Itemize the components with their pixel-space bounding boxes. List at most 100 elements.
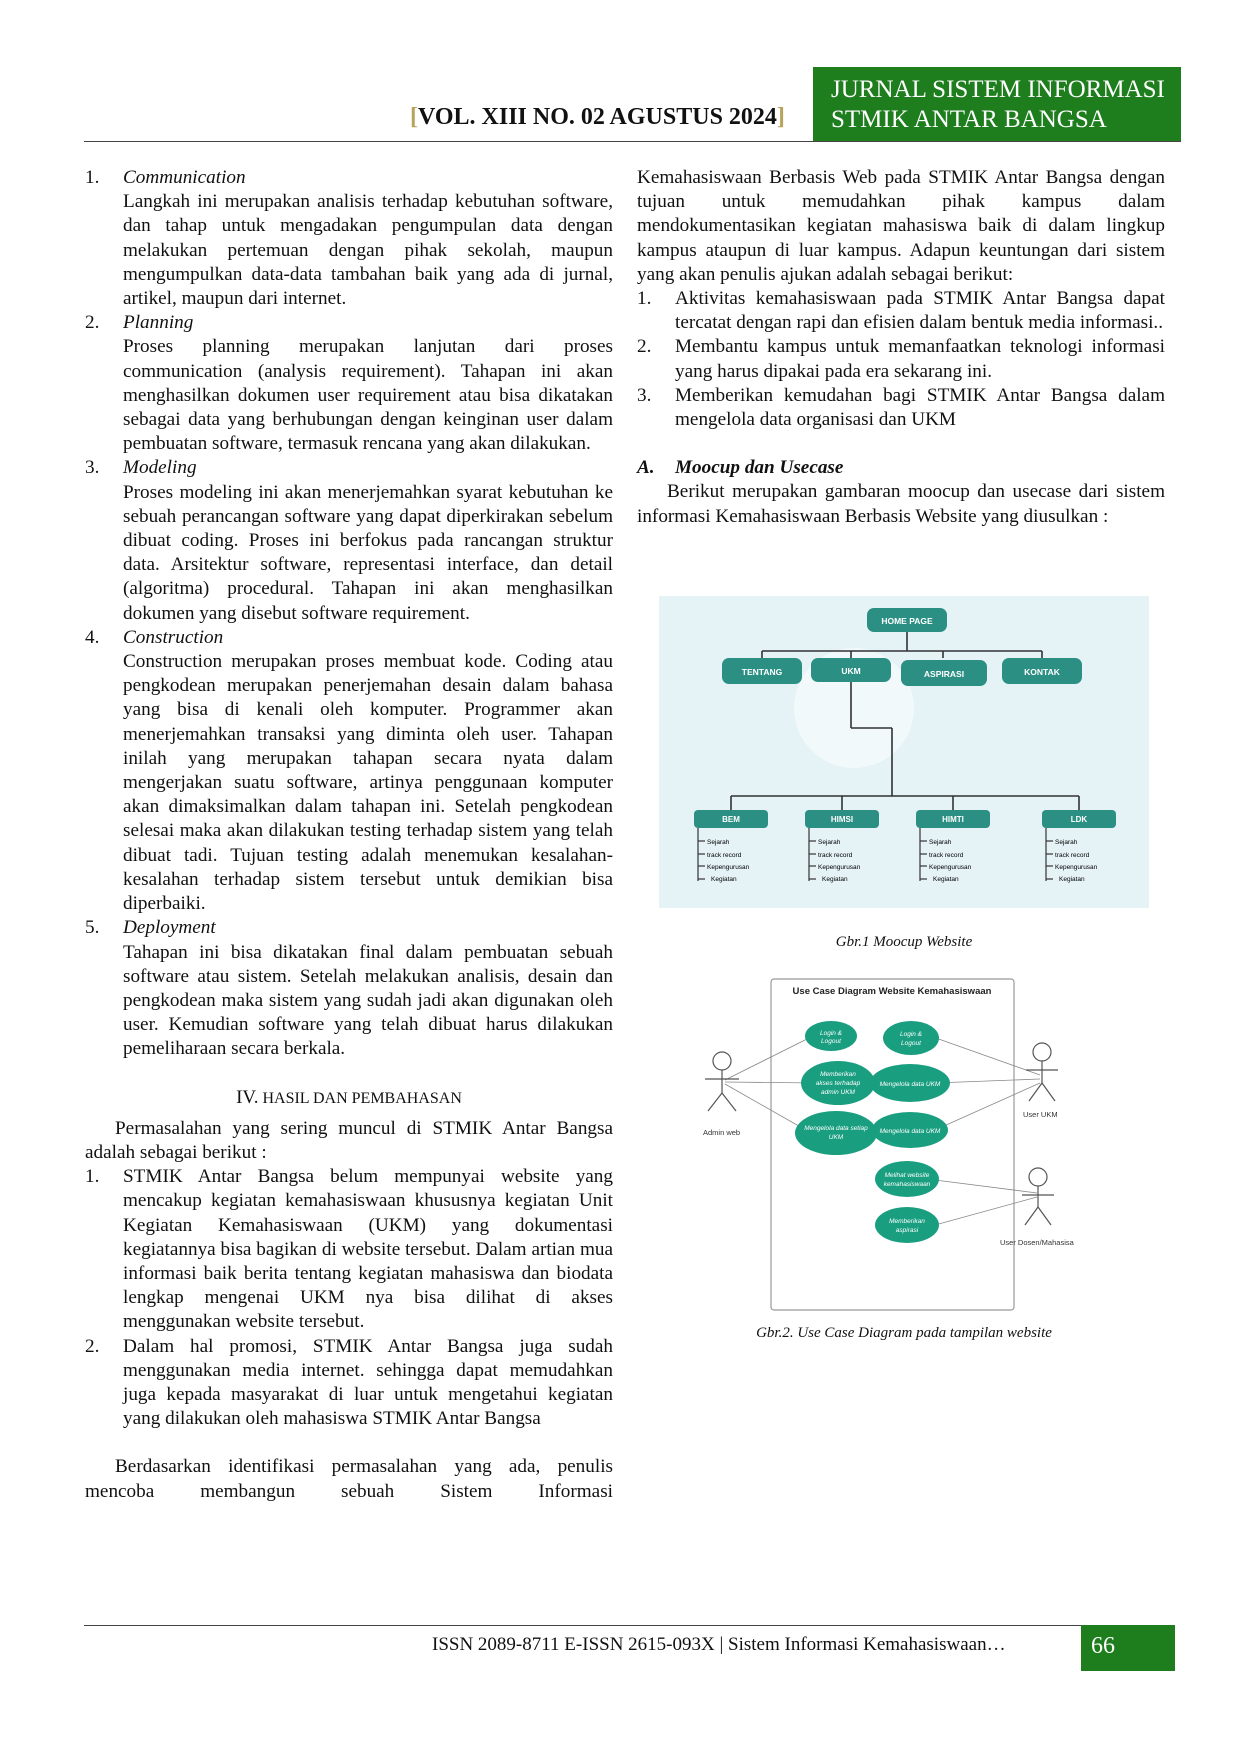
figure1-caption: Gbr.1 Moocup Website: [835, 934, 973, 950]
svg-text:track record: track record: [1055, 852, 1090, 859]
footer-issn: ISSN 2089-8711 E-ISSN 2615-093X | Sistem…: [432, 1634, 1006, 1655]
mockup-menu-tentang: TENTANG: [722, 658, 802, 684]
mockup-menu-kontak: KONTAK: [1002, 658, 1082, 684]
step-title: Deployment: [123, 917, 216, 939]
svg-text:Kepengurusan: Kepengurusan: [929, 864, 972, 871]
svg-text:Kegiatan: Kegiatan: [933, 876, 959, 883]
svg-text:Mengelola data UKM: Mengelola data UKM: [880, 1081, 941, 1088]
svg-text:kemahasiswaan: kemahasiswaan: [884, 1181, 931, 1188]
step-text: Construction merupakan proses membuat ko…: [123, 651, 613, 915]
svg-text:track record: track record: [929, 852, 964, 859]
actor-dosen-mahasiswa-label: User Dosen/Mahasisa: [1000, 1238, 1075, 1247]
svg-text:HIMTI: HIMTI: [942, 815, 964, 824]
usecase-admin-give-access: Memberikan akses terhadap admin UKM: [801, 1061, 875, 1105]
mockup-menu-aspirasi: ASPIRASI: [901, 660, 987, 686]
actor-user-ukm: [1026, 1042, 1058, 1102]
mockup-ukm-himsi: HIMSI Sejarah track record Kepengurusan …: [805, 810, 879, 883]
subsection-text: Berikut merupakan gambaran moocup dan us…: [637, 481, 1165, 527]
svg-text:Kegiatan: Kegiatan: [822, 876, 848, 883]
problem-item: 1. STMIK Antar Bangsa belum mempunyai we…: [85, 1166, 613, 1333]
step-text: Proses modeling ini akan menerjemahkan s…: [123, 481, 613, 624]
svg-text:Kepengurusan: Kepengurusan: [1055, 864, 1098, 871]
problem-item: 2. Dalam hal promosi, STMIK Antar Bangsa…: [85, 1335, 613, 1430]
svg-text:Sejarah: Sejarah: [929, 839, 952, 846]
footer-rule: [84, 1625, 1081, 1626]
actor-admin: [705, 1051, 739, 1112]
right-column: Kemahasiswaan Berbasis Web pada STMIK An…: [637, 166, 1165, 529]
svg-text:Kegiatan: Kegiatan: [711, 876, 737, 883]
actor-user-ukm-label: User UKM: [1023, 1110, 1058, 1119]
step-text: Tahapan ini bisa dikatakan final dalam p…: [123, 941, 613, 1060]
svg-text:Kegiatan: Kegiatan: [1059, 876, 1085, 883]
svg-text:Kepengurusan: Kepengurusan: [818, 864, 861, 871]
mockup-ukm-himti: HIMTI Sejarah track record Kepengurusan …: [916, 810, 990, 883]
svg-text:Melihat website: Melihat website: [885, 1172, 930, 1179]
svg-text:Sejarah: Sejarah: [818, 839, 841, 846]
svg-text:akses terhadap: akses terhadap: [816, 1080, 861, 1087]
section-intro: Permasalahan yang sering muncul di STMIK…: [85, 1117, 613, 1163]
step-title: Modeling: [123, 457, 197, 479]
usecase-admin-manage-ukm: Mengelola data setiap UKM: [795, 1111, 877, 1155]
svg-text:Logout: Logout: [901, 1040, 922, 1047]
svg-text:ASPIRASI: ASPIRASI: [924, 669, 964, 679]
usecase-ukm-manage-data: Mengelola data UKM: [870, 1064, 950, 1102]
step-title: Construction: [123, 626, 224, 648]
usecase-ukm-login: Login & Logout: [883, 1021, 939, 1055]
svg-text:admin UKM: admin UKM: [821, 1089, 856, 1096]
svg-text:track record: track record: [707, 852, 742, 859]
svg-text:HIMSI: HIMSI: [831, 815, 853, 824]
usecase-diagram: Use Case Diagram Website Kemahasiswaan A…: [703, 978, 1075, 1311]
step-title: Planning: [123, 312, 194, 334]
mockup-ukm-ldk: LDK Sejarah track record Kepengurusan Ke…: [1042, 810, 1116, 883]
usecase-admin-login: Login & Logout: [805, 1021, 857, 1051]
journal-title-line1: JURNAL SISTEM INFORMASI: [831, 76, 1165, 103]
volume-label: [VOL. XIII NO. 02 AGUSTUS 2024]: [410, 104, 785, 130]
step-item: 3. Modeling Proses modeling ini akan men…: [85, 456, 613, 625]
continuation-paragraph: Kemahasiswaan Berbasis Web pada STMIK An…: [637, 167, 1165, 285]
svg-text:Login &: Login &: [900, 1031, 922, 1038]
journal-title-line2: STMIK ANTAR BANGSA: [831, 106, 1107, 133]
mockup-ukm-bem: BEM Sejarah track record Kepengurusan Ke…: [694, 810, 768, 883]
svg-text:KONTAK: KONTAK: [1024, 667, 1061, 677]
svg-text:track record: track record: [818, 852, 853, 859]
svg-text:Logout: Logout: [821, 1038, 842, 1045]
svg-text:Login &: Login &: [820, 1030, 842, 1037]
svg-text:UKM: UKM: [841, 666, 860, 676]
figure2-caption: Gbr.2. Use Case Diagram pada tampilan we…: [756, 1325, 1052, 1341]
svg-text:UKM: UKM: [829, 1134, 844, 1141]
svg-text:Mengelola data UKM: Mengelola data UKM: [880, 1128, 941, 1135]
svg-text:HOME PAGE: HOME PAGE: [881, 616, 933, 626]
usecase-title: Use Case Diagram Website Kemahasiswaan: [793, 986, 992, 997]
closing-paragraph: Berdasarkan identifikasi permasalahan ya…: [85, 1456, 613, 1502]
step-text: Proses planning merupakan lanjutan dari …: [123, 336, 613, 455]
step-item: 2. Planning Proses planning merupakan la…: [85, 311, 613, 456]
step-item: 4. Construction Construction merupakan p…: [85, 626, 613, 916]
svg-text:TENTANG: TENTANG: [742, 667, 783, 677]
svg-text:Memberikan: Memberikan: [820, 1071, 856, 1078]
header-rule: [84, 141, 1181, 142]
actor-dosen-mahasiswa: [1022, 1167, 1054, 1226]
benefit-item: 3.Memberikan kemudahan bagi STMIK Antar …: [637, 384, 1165, 431]
step-text: Langkah ini merupakan analisis terhadap …: [123, 191, 613, 310]
mockup-menu-ukm: UKM: [811, 658, 891, 682]
svg-text:Sejarah: Sejarah: [1055, 839, 1078, 846]
step-item: 5. Deployment Tahapan ini bisa dikatakan…: [85, 916, 613, 1061]
usecase-ukm-manage-data-2: Mengelola data UKM: [872, 1112, 948, 1148]
svg-text:LDK: LDK: [1071, 815, 1088, 824]
mockup-root-node: HOME PAGE: [867, 608, 947, 632]
svg-text:aspirasi: aspirasi: [896, 1227, 919, 1234]
section-heading: IV. HASIL DAN PEMBAHASAN: [236, 1086, 462, 1108]
actor-admin-label: Admin web: [703, 1128, 740, 1137]
subsection-heading: A.Moocup dan Usecase: [637, 457, 844, 479]
mockup-diagram: HOME PAGE TENTANG UKM ASPIRASI KONTAK BE…: [659, 596, 1149, 908]
step-title: Communication: [123, 167, 246, 188]
svg-text:Sejarah: Sejarah: [707, 839, 730, 846]
page-number: 66: [1081, 1625, 1175, 1671]
benefit-item: 1.Aktivitas kemahasiswaan pada STMIK Ant…: [637, 288, 1165, 334]
benefit-item: 2.Membantu kampus untuk memanfaatkan tek…: [637, 336, 1165, 382]
usecase-view-website: Melihat website kemahasiswaan: [875, 1161, 939, 1197]
svg-text:Memberikan: Memberikan: [889, 1218, 925, 1225]
journal-title-box: JURNAL SISTEM INFORMASI STMIK ANTAR BANG…: [813, 67, 1181, 141]
usecase-give-aspiration: Memberikan aspirasi: [875, 1207, 939, 1243]
svg-text:Mengelola data setiap: Mengelola data setiap: [804, 1125, 868, 1132]
